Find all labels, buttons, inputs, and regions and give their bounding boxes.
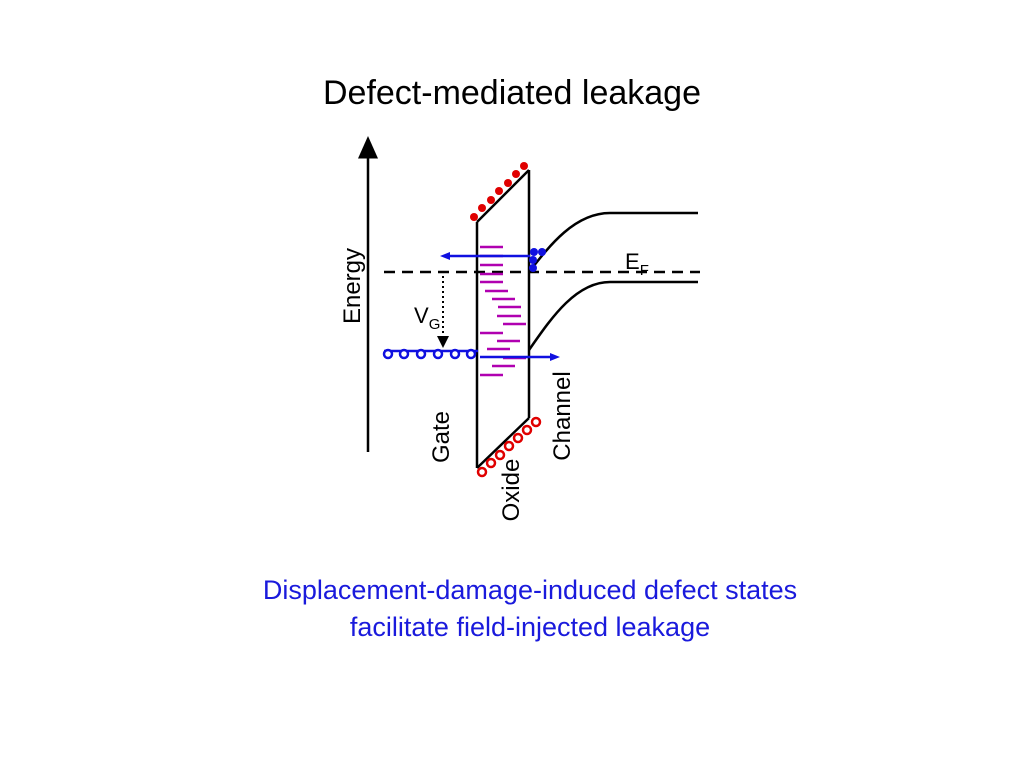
oxide-valence-band xyxy=(476,417,530,469)
gate-hole xyxy=(449,348,461,360)
oxide-valence-holes xyxy=(476,416,542,478)
gate-hole xyxy=(398,348,410,360)
defect-states xyxy=(480,245,526,377)
gate-voltage-label: VG xyxy=(414,303,440,333)
slide-title: Defect-mediated leakage xyxy=(322,74,701,112)
valence-hole xyxy=(476,466,488,478)
conduction-electron xyxy=(487,196,495,204)
caption: Displacement-damage-induced defect state… xyxy=(0,572,1024,646)
energy-axis-label: Energy xyxy=(339,248,366,324)
valence-hole xyxy=(530,416,542,428)
channel-electron xyxy=(538,248,546,256)
conduction-electron xyxy=(512,170,520,178)
conduction-electron xyxy=(520,162,528,170)
channel-electron xyxy=(529,256,537,264)
gate-hole xyxy=(415,348,427,360)
gate-hole xyxy=(432,348,444,360)
voltage-label-main: V xyxy=(414,303,429,328)
oxide-conduction-electrons xyxy=(470,162,528,221)
valence-hole xyxy=(512,432,524,444)
conduction-electron xyxy=(495,187,503,195)
conduction-electron xyxy=(470,213,478,221)
valence-hole xyxy=(494,449,506,461)
valence-hole xyxy=(485,457,497,469)
oxide-conduction-band xyxy=(476,169,530,223)
valence-hole xyxy=(503,440,515,452)
valence-hole xyxy=(521,424,533,436)
conduction-electron xyxy=(478,204,486,212)
gate-electron-row xyxy=(382,348,477,360)
caption-line-2: facilitate field-injected leakage xyxy=(349,612,711,642)
gate-hole xyxy=(465,348,477,360)
gate-region-label: Gate xyxy=(428,411,455,463)
fermi-label-main: E xyxy=(625,249,640,274)
voltage-label-sub: G xyxy=(429,316,441,333)
channel-electron xyxy=(530,248,538,256)
channel-conduction-band xyxy=(528,211,698,273)
channel-electrons xyxy=(529,248,546,272)
channel-electron xyxy=(529,264,537,272)
fermi-level-label: EF xyxy=(625,249,649,279)
oxide-region-label: Oxide xyxy=(498,459,525,522)
caption-line-1: Displacement-damage-induced defect state… xyxy=(262,575,798,605)
fermi-label-sub: F xyxy=(640,262,649,279)
channel-region-label: Channel xyxy=(549,371,576,460)
conduction-electron xyxy=(504,179,512,187)
gate-hole xyxy=(382,348,394,360)
channel-valence-band xyxy=(527,280,698,351)
gate-voltage-arrowhead xyxy=(437,336,449,348)
